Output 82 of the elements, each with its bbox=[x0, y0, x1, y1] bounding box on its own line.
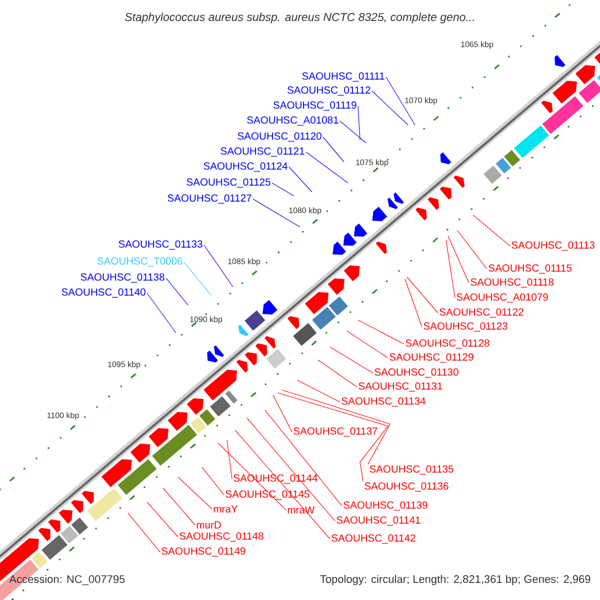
gene-label: SAOUHSC_01134 bbox=[342, 397, 426, 407]
leader-line bbox=[204, 244, 234, 288]
gene-label: SAOUHSC_01142 bbox=[332, 534, 416, 544]
gene-label: SAOUHSC_01141 bbox=[336, 516, 420, 526]
leader-line bbox=[264, 410, 342, 506]
leader-line bbox=[272, 182, 294, 196]
gene-label: SAOUHSC_01111 bbox=[302, 72, 384, 82]
scale-label: 1075 kbp bbox=[356, 159, 388, 167]
leader-line bbox=[296, 380, 340, 402]
gene-label: SAOUHSC_01148 bbox=[180, 532, 264, 542]
scale-label: 1065 kbp bbox=[461, 41, 494, 49]
scale-label: 1085 kbp bbox=[228, 258, 260, 266]
leader-line bbox=[166, 278, 188, 306]
gene-label: SAOUHSC_01124 bbox=[204, 162, 288, 172]
gene-label: SAOUHSC_01135 bbox=[370, 465, 454, 475]
leader-line bbox=[278, 392, 389, 482]
gene-label: SAOUHSC_01136 bbox=[364, 482, 448, 492]
gene-label: SAOUHSC_A01081 bbox=[247, 116, 338, 126]
leader-line bbox=[184, 262, 212, 296]
title: Staphylococcus aureus subsp. aureus NCTC 8325, complete geno... bbox=[124, 12, 474, 24]
leader-line bbox=[288, 166, 312, 192]
leader-line bbox=[446, 240, 456, 298]
gene-label: SAOUHSC_01129 bbox=[390, 353, 474, 363]
leader-line bbox=[318, 360, 358, 388]
gene-label: SAOUHSC_01115 bbox=[488, 264, 572, 274]
gene-label: SAOUHSC_01133 bbox=[118, 240, 202, 250]
footer-text: Accession: NC_007795 bbox=[9, 574, 125, 586]
gene-label: SAOUHSC_01112 bbox=[288, 86, 370, 96]
leader-line bbox=[372, 90, 408, 126]
leader-line bbox=[358, 106, 360, 140]
leader-line bbox=[128, 512, 160, 552]
gene-label: SAOUHSC_01130 bbox=[374, 368, 458, 378]
leader-line bbox=[404, 278, 422, 328]
gene-label: SAOUHSC_01119 bbox=[274, 101, 356, 111]
leader-line bbox=[456, 230, 488, 270]
scale-label: 1100 kbp bbox=[47, 412, 79, 420]
gene-label: SAOUHSC_01118 bbox=[470, 278, 554, 288]
gene-label: SAOUHSC_01137 bbox=[294, 427, 378, 437]
gene-label: murD bbox=[196, 521, 221, 529]
leader-line bbox=[226, 440, 232, 480]
gene-label: SAOUHSC_T0006 bbox=[97, 257, 182, 267]
leader-line bbox=[252, 198, 300, 228]
leader-line bbox=[178, 476, 212, 510]
leader-line bbox=[448, 236, 470, 284]
leader-line bbox=[306, 152, 348, 184]
leader-line bbox=[330, 346, 374, 374]
leader-line bbox=[234, 430, 330, 540]
leader-line bbox=[472, 214, 510, 246]
gene-label: SAOUHSC_01138 bbox=[80, 273, 164, 283]
leader-line bbox=[146, 502, 178, 538]
gene-label: SAOUHSC_01127 bbox=[168, 194, 252, 204]
gene-label: SAOUHSC_01120 bbox=[238, 132, 322, 142]
gene-label: SAOUHSC_01121 bbox=[220, 147, 304, 157]
leader-line bbox=[322, 136, 344, 162]
leader-line bbox=[202, 466, 224, 496]
leader-line bbox=[386, 76, 416, 126]
scale-label: 1080 kbp bbox=[289, 207, 322, 215]
gene-label: SAOUHSC_01140 bbox=[62, 288, 146, 298]
gene-label: SAOUHSC_01123 bbox=[424, 322, 508, 332]
gene-label: mraY bbox=[214, 505, 238, 513]
gene-label: SAOUHSC_01131 bbox=[358, 382, 442, 392]
scale-label: 1095 kbp bbox=[108, 361, 140, 369]
gene-label: SAOUHSC_01149 bbox=[162, 547, 246, 557]
leader-line bbox=[246, 418, 336, 522]
gene-label: SAOUHSC_01113 bbox=[512, 241, 595, 251]
leader-line bbox=[406, 276, 438, 314]
leader-line bbox=[162, 488, 196, 526]
leader-line bbox=[272, 394, 292, 432]
footer-text: Topology: circular; Length: 2,821,361 bp; Genes: 2,969 bbox=[320, 574, 590, 586]
scale-label: 1070 kbp bbox=[405, 97, 438, 105]
gene-label: SAOUHSC_01125 bbox=[186, 178, 270, 188]
leader-line bbox=[218, 442, 286, 510]
leader-line bbox=[146, 292, 176, 334]
leader-line bbox=[340, 120, 366, 144]
leader-line bbox=[346, 330, 388, 358]
gene-label: SAOUHSC_01139 bbox=[344, 501, 428, 511]
leader-line bbox=[282, 390, 390, 464]
scale-label: 1090 kbp bbox=[190, 316, 222, 324]
gene-label: SAOUHSC_01122 bbox=[440, 308, 524, 318]
leader-line bbox=[358, 320, 404, 344]
gene-label: SAOUHSC_01128 bbox=[406, 339, 490, 349]
gene-label: SAOUHSC_A01079 bbox=[456, 293, 548, 303]
